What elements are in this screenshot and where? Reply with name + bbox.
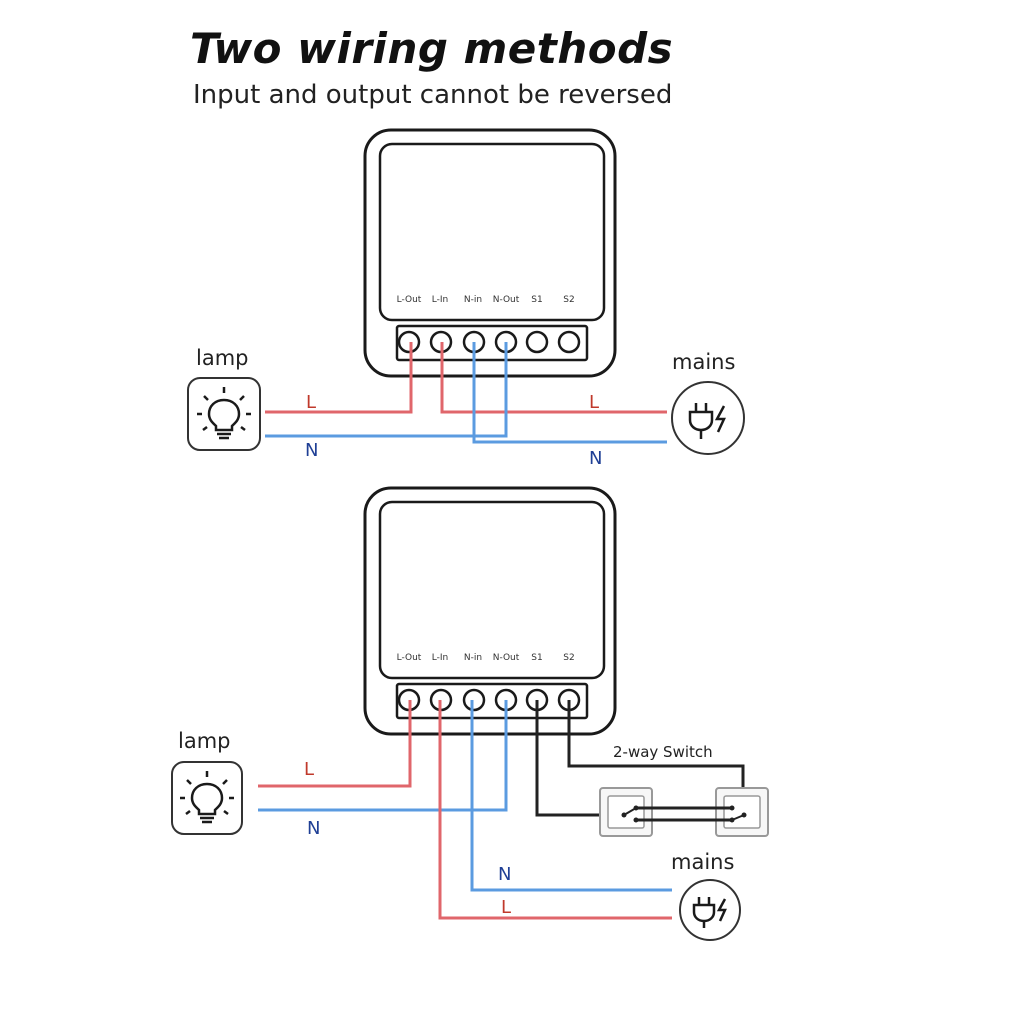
live-wire-mains: [438, 700, 672, 920]
terminal-label: S1: [531, 653, 542, 663]
terminal-label: L-Out: [397, 653, 422, 663]
lamp-label: lamp: [178, 729, 231, 753]
neutral-label: N: [307, 818, 320, 839]
terminal-labels: L-Out L-In N-in N-Out S1 S2: [397, 653, 575, 663]
terminal-label: L-In: [432, 295, 448, 305]
switch-wire-s1: [535, 700, 624, 817]
terminal-label: N-in: [464, 653, 482, 663]
module-face: [378, 142, 606, 322]
switch-icon: [599, 787, 653, 837]
terminal-label: N-Out: [493, 295, 520, 305]
live-label: L: [589, 392, 599, 413]
live-wire-mains: [440, 342, 667, 414]
neutral-wire-mains: [472, 342, 667, 444]
live-wire-lamp: [258, 700, 412, 788]
lamp-label: lamp: [196, 346, 249, 370]
neutral-wire-lamp: [265, 342, 508, 438]
live-label: L: [306, 392, 316, 413]
light-bulb-icon: [187, 377, 261, 451]
live-label: L: [304, 759, 314, 780]
terminal-label: S2: [563, 653, 574, 663]
neutral-label: N: [589, 448, 602, 469]
mains-label: mains: [671, 850, 734, 874]
terminal-label: S2: [563, 295, 574, 305]
terminal-label: N-in: [464, 295, 482, 305]
live-wire-lamp: [265, 342, 413, 414]
terminal-screw: [397, 330, 421, 354]
neutral-wire-mains: [470, 700, 672, 892]
page-subtitle: Input and output cannot be reversed: [193, 80, 673, 110]
diagram-2: L-Out L-In N-in N-Out S1 S2 L N N L 2-wa…: [171, 486, 769, 941]
neutral-label: N: [305, 440, 318, 461]
terminal-labels: L-Out L-In N-in N-Out S1 S2: [397, 295, 575, 305]
two-way-switch-label: 2-way Switch: [613, 743, 713, 761]
live-label: L: [501, 897, 511, 918]
diagram-1: L-Out L-In N-in N-Out S1 S2 L L N N lamp: [187, 128, 745, 469]
module-face: [378, 500, 606, 680]
terminal-label: L-Out: [397, 295, 422, 305]
terminal-label: N-Out: [493, 653, 520, 663]
switch-icon: [715, 787, 769, 837]
terminal-label: S1: [531, 295, 542, 305]
terminal-screw: [462, 688, 486, 712]
plug-icon: [671, 381, 745, 455]
light-bulb-icon: [171, 761, 243, 835]
page-title: Two wiring methods: [190, 24, 674, 73]
terminal-screw: [525, 330, 549, 354]
terminal-label: L-In: [432, 653, 448, 663]
mains-label: mains: [672, 350, 735, 374]
switch-wire-s2: [567, 700, 745, 806]
terminal-screw: [557, 330, 581, 354]
neutral-wire-lamp: [258, 700, 508, 812]
plug-icon: [679, 879, 741, 941]
neutral-label: N: [498, 864, 511, 885]
